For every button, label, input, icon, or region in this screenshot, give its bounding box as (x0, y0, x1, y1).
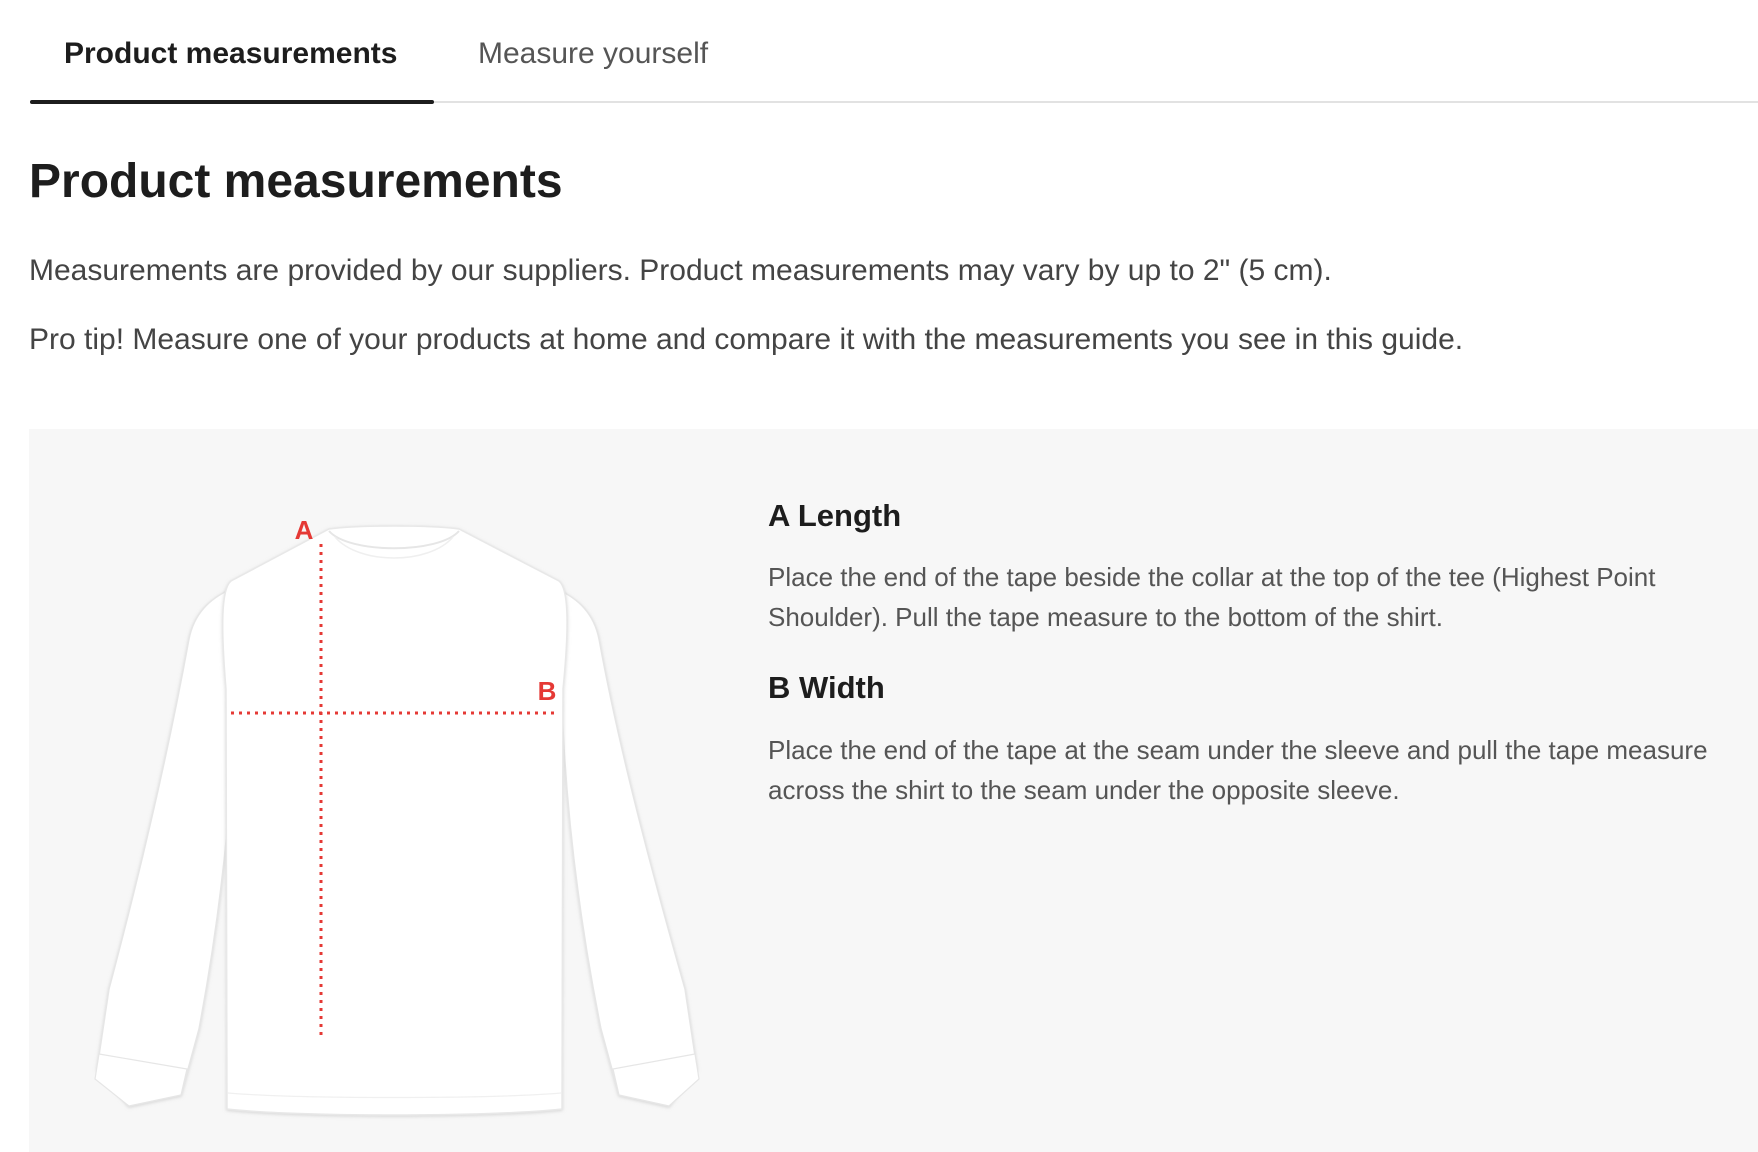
tab-measure-yourself[interactable]: Measure yourself (478, 37, 709, 70)
active-tab-indicator (30, 100, 434, 104)
tab-product-measurements[interactable]: Product measurements (64, 37, 398, 70)
measurement-b-title: B Width (768, 670, 885, 705)
shirt-collar (328, 530, 460, 550)
page-title: Product measurements (29, 155, 563, 208)
shirt-measurement-diagram: A B (29, 429, 749, 1152)
measurement-b-description: Place the end of the tape at the seam un… (768, 735, 1708, 805)
shirt-hem (227, 1092, 562, 1099)
intro-pro-tip: Pro tip! Measure one of your products at… (29, 323, 1464, 356)
shirt-body (222, 525, 568, 1116)
tab-bar-divider (30, 101, 1758, 103)
marker-b: B (538, 676, 557, 706)
measurement-a-title: A Length (768, 498, 902, 533)
right-sleeve (556, 587, 698, 1107)
tab-bar: Product measurements Measure yourself (0, 0, 1758, 104)
marker-a: A (295, 515, 314, 545)
right-cuff (612, 1053, 700, 1107)
measurement-a-description: Place the end of the tape beside the col… (768, 562, 1656, 632)
intro-suppliers-note: Measurements are provided by our supplie… (29, 254, 1332, 287)
shirt-illustration: A B (94, 515, 700, 1116)
shirt-collar-inner (334, 536, 454, 559)
left-sleeve (96, 587, 235, 1107)
measurement-guide: A B A Length Place the end of the tape b… (29, 429, 1758, 1152)
left-cuff (94, 1053, 188, 1107)
